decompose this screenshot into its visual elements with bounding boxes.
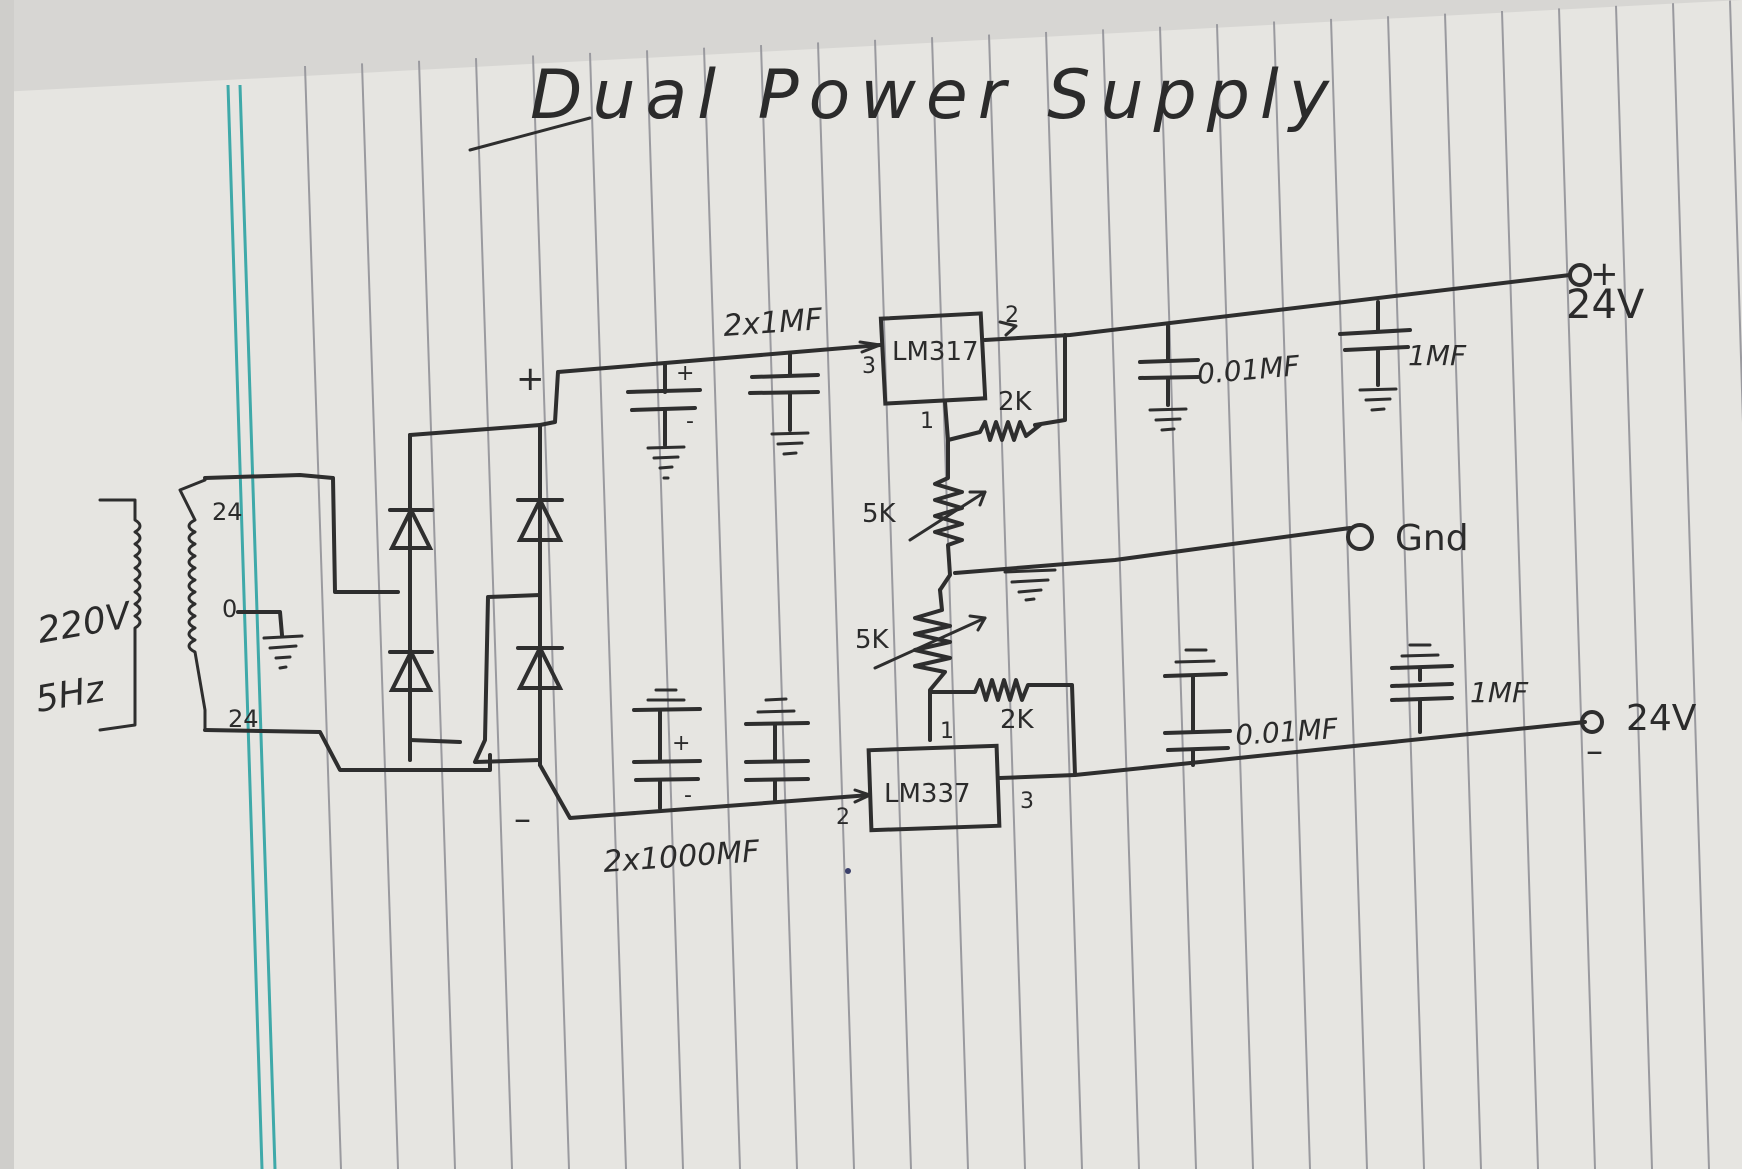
pot-5k-top-label: 5K	[862, 499, 897, 529]
filter-cap-top-1	[626, 363, 702, 480]
rectifier-plus: +	[516, 359, 545, 399]
pos-sign: +	[1590, 254, 1619, 294]
out-cap-top-big	[1338, 300, 1412, 412]
rule-line	[1558, 8, 1596, 1169]
rule-line	[931, 37, 969, 1169]
rule-line	[646, 50, 684, 1169]
ruled-lines	[304, 0, 1742, 1169]
bridge-rectifier	[388, 423, 564, 767]
rule-line	[1102, 29, 1140, 1169]
ground-symbol-center	[1003, 568, 1057, 602]
filter-cap-bottom-2	[744, 697, 810, 802]
cap-minus-bottom: -	[684, 783, 692, 808]
pos-output-label: 24V	[1566, 282, 1645, 328]
resistor-2k-bottom	[928, 678, 1077, 777]
out-cap-top-big-label: 1MF	[1408, 339, 1467, 372]
rectifier-minus: –	[514, 799, 531, 839]
rule-line	[1387, 16, 1425, 1169]
rule-line	[1672, 3, 1710, 1169]
rule-line	[874, 39, 912, 1169]
rule-line	[361, 63, 399, 1169]
cap-minus-top: -	[686, 409, 694, 434]
title-underline-stroke	[468, 116, 592, 152]
ground-wire	[953, 526, 1352, 575]
pot-5k-bottom-label: 5K	[855, 625, 890, 655]
rule-line	[304, 65, 342, 1169]
diode-d4	[516, 643, 564, 690]
lm317-label: LM317	[892, 337, 979, 367]
rule-line	[1330, 18, 1368, 1169]
resistor-2k-top	[946, 420, 1042, 442]
tap-bottom-label: 24	[228, 705, 259, 733]
lm337-pin-adj: 1	[940, 719, 954, 744]
page-title: Dual Power Supply	[530, 56, 1339, 135]
tap-top-label: 24	[212, 498, 243, 526]
pot-5k-top	[908, 438, 987, 592]
out-cap-bottom-big-label: 1MF	[1470, 676, 1529, 709]
transformer	[98, 473, 492, 772]
positive-rail-in	[538, 343, 882, 427]
rule-line	[1216, 24, 1254, 1169]
out-cap-bottom-small	[1163, 648, 1232, 767]
diode-d1	[388, 505, 434, 550]
negative-rail-in	[538, 763, 872, 820]
page-edge	[0, 0, 14, 1169]
pot-5k-bottom	[873, 588, 987, 742]
resistor-2k-bottom-label: 2K	[1000, 705, 1035, 735]
filter-cap-top-2	[748, 353, 820, 456]
rule-line	[817, 42, 855, 1169]
primary-coil	[98, 498, 142, 732]
ground-symbol-transformer	[262, 634, 304, 670]
filter-cap-bottom-1	[632, 688, 702, 810]
rule-line	[589, 52, 627, 1169]
rule-line	[1615, 5, 1653, 1169]
rule-line	[760, 45, 798, 1169]
regulator-lm317	[878, 273, 1572, 442]
out-cap-bottom-small-label: 0.01MF	[1234, 712, 1340, 752]
diode-d2	[388, 647, 434, 692]
gnd-label: Gnd	[1395, 518, 1469, 559]
rule-line	[1444, 13, 1482, 1169]
lm317-pin-out: 2	[1005, 303, 1019, 328]
neg-sign: –	[1586, 731, 1603, 771]
diode-d3	[516, 495, 564, 542]
lm337-pin-in: 2	[836, 805, 850, 830]
ink-dot	[845, 868, 851, 874]
gnd-terminal[interactable]	[1346, 523, 1374, 551]
secondary-coil	[178, 478, 207, 732]
rule-line	[475, 58, 513, 1169]
out-cap-bottom-big	[1390, 643, 1454, 734]
rule-line	[703, 47, 741, 1169]
margin-lines	[226, 84, 277, 1169]
lm317-pin-in: 3	[862, 354, 876, 379]
rule-line	[1273, 21, 1311, 1169]
cap-plus-bottom: +	[672, 731, 690, 756]
rule-line	[1501, 10, 1539, 1169]
rule-line	[532, 55, 570, 1169]
lm337-pin-out: 3	[1020, 789, 1034, 814]
pos-terminal[interactable]	[1568, 263, 1592, 287]
out-cap-top-small	[1138, 324, 1200, 432]
rule-line	[418, 60, 456, 1169]
resistor-2k-top-label: 2K	[998, 387, 1033, 417]
rule-line	[1729, 0, 1742, 423]
rule-line	[988, 34, 1026, 1169]
rule-line	[1159, 26, 1197, 1169]
tap-center-label: 0	[222, 595, 237, 623]
neg-terminal[interactable]	[1580, 710, 1604, 734]
top-cap-label: 2x1MF	[722, 302, 824, 344]
lm337-label: LM337	[884, 779, 971, 809]
regulator-lm337	[866, 720, 1587, 833]
cap-plus-top: +	[676, 361, 694, 386]
neg-output-label: 24V	[1626, 698, 1697, 739]
rule-line	[1045, 31, 1083, 1169]
lm317-pin-adj: 1	[920, 409, 934, 434]
